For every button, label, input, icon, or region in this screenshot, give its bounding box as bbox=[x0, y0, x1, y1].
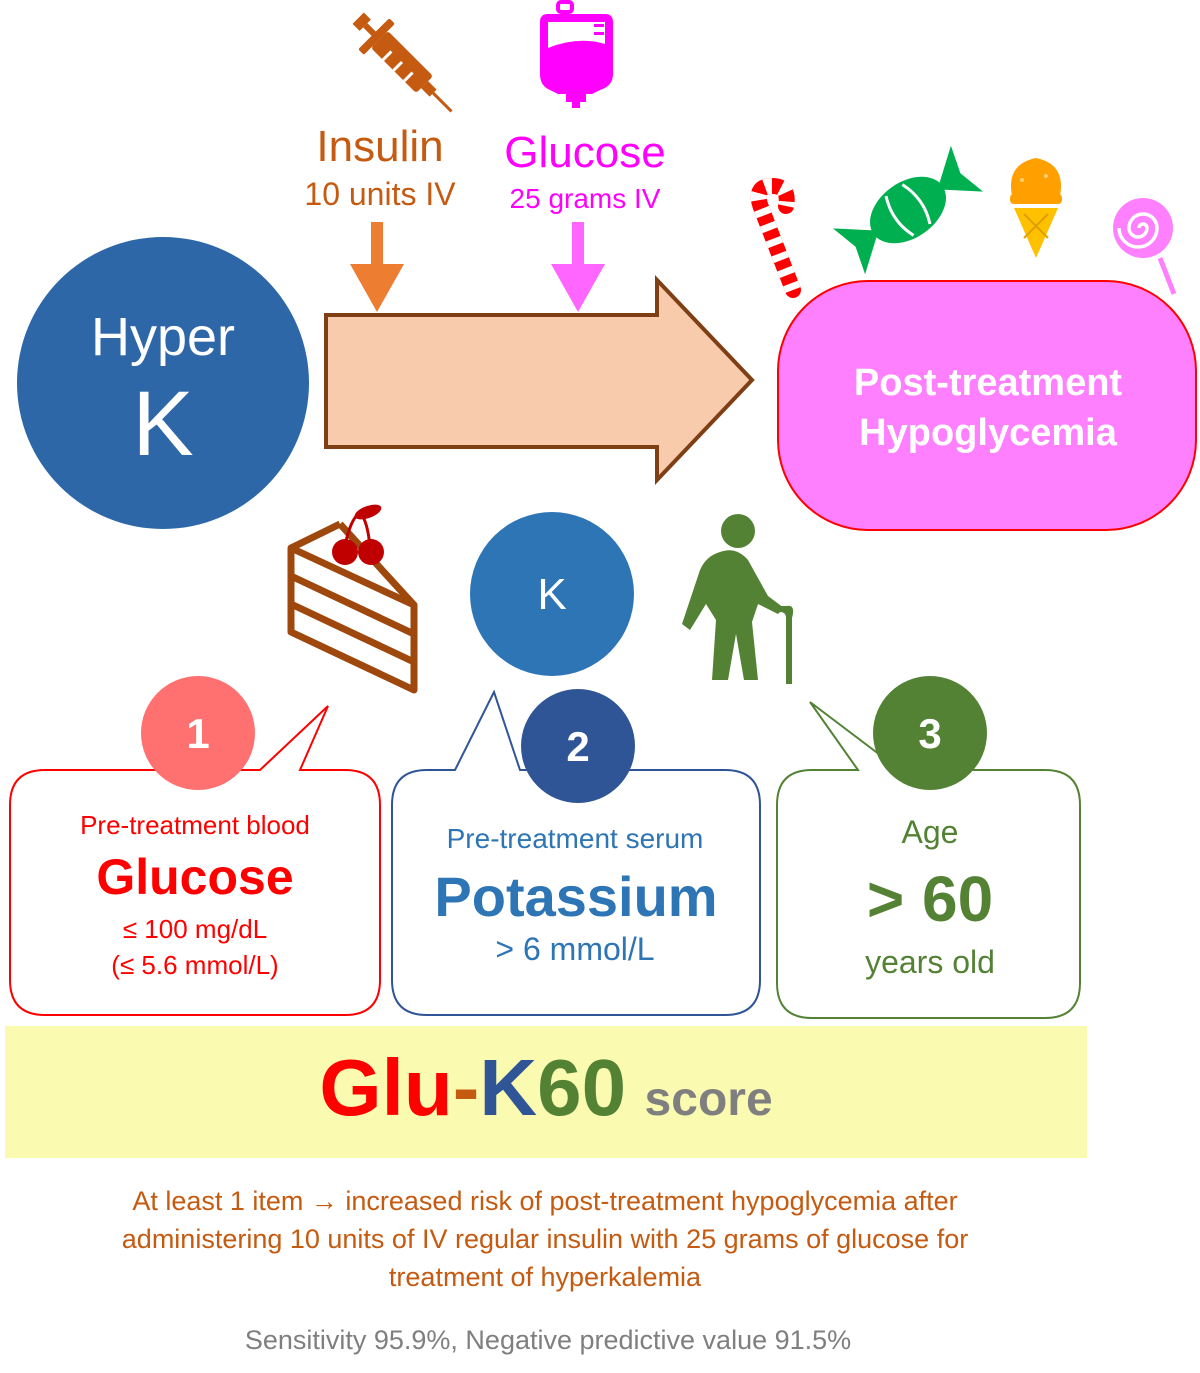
score-suffix: score bbox=[644, 1073, 773, 1126]
iv-bag-icon bbox=[540, 0, 613, 108]
wrapped-candy-icon bbox=[832, 145, 984, 275]
criterion-1-detail2: (≤ 5.6 mmol/L) bbox=[111, 950, 279, 980]
score-k: K bbox=[479, 1043, 538, 1132]
criterion-3-label: Age bbox=[901, 814, 959, 850]
post-treatment-line2: Hypoglycemia bbox=[859, 412, 1117, 454]
k-circle-label: K bbox=[537, 570, 567, 619]
k-circle bbox=[470, 512, 634, 676]
glucose-dose: 25 grams IV bbox=[509, 183, 661, 214]
insulin-arrow bbox=[350, 222, 404, 312]
glucose-label: Glucose bbox=[504, 128, 666, 177]
criterion-3-number: 3 bbox=[918, 710, 942, 757]
cake-icon bbox=[287, 520, 418, 694]
syringe-icon bbox=[352, 12, 453, 113]
footer-stats: Sensitivity 95.9%, Negative predictive v… bbox=[244, 1325, 852, 1355]
criterion-3-title: > 60 bbox=[866, 863, 994, 935]
lollipop-icon bbox=[1113, 198, 1177, 295]
criterion-3-bubble bbox=[776, 701, 1081, 1019]
criterion-2-title: Potassium bbox=[434, 865, 718, 928]
post-treatment-line1: Post-treatment bbox=[853, 362, 1123, 404]
footer-line3: treatment of hyperkalemia bbox=[388, 1262, 702, 1292]
criterion-3-badge bbox=[873, 676, 987, 790]
insulin-label: Insulin bbox=[316, 122, 444, 171]
post-treatment-box bbox=[777, 280, 1197, 531]
criterion-1-badge bbox=[141, 676, 255, 790]
score-dash: - bbox=[452, 1043, 480, 1132]
hyperk-label-line1: Hyper bbox=[90, 307, 236, 367]
cherries-icon bbox=[332, 504, 384, 565]
criterion-1-number: 1 bbox=[186, 710, 210, 757]
ice-cream-icon bbox=[1010, 158, 1062, 258]
hyperk-circle bbox=[17, 237, 309, 529]
criterion-1-detail1: ≤ 100 mg/dL bbox=[122, 914, 268, 944]
score-glu: Glu bbox=[319, 1043, 453, 1132]
criterion-3-detail1: years old bbox=[865, 944, 995, 980]
treatment-arrow bbox=[324, 274, 755, 486]
criterion-2-bubble bbox=[391, 689, 761, 1016]
criterion-1-title: Glucose bbox=[96, 849, 294, 905]
criterion-1-label: Pre-treatment blood bbox=[80, 810, 310, 840]
glucose-arrow bbox=[551, 222, 605, 312]
criterion-2-badge bbox=[521, 689, 635, 803]
insulin-dose: 10 units IV bbox=[304, 176, 456, 212]
candy-cane-icon bbox=[750, 177, 801, 298]
score-band bbox=[5, 1026, 1087, 1158]
footer-line1: At least 1 item → increased risk of post… bbox=[132, 1186, 958, 1216]
criterion-1-bubble bbox=[9, 705, 381, 1016]
score-title: Glu-K60 score bbox=[5, 1048, 1087, 1128]
score-sixty: 60 bbox=[537, 1043, 627, 1132]
footer-line2: administering 10 units of IV regular ins… bbox=[121, 1224, 969, 1254]
elderly-person-icon bbox=[682, 514, 794, 684]
criterion-2-label: Pre-treatment serum bbox=[446, 823, 704, 854]
criterion-2-detail1: > 6 mmol/L bbox=[495, 931, 655, 967]
criterion-2-number: 2 bbox=[566, 723, 590, 770]
hyperk-label-line2: K bbox=[132, 373, 194, 475]
